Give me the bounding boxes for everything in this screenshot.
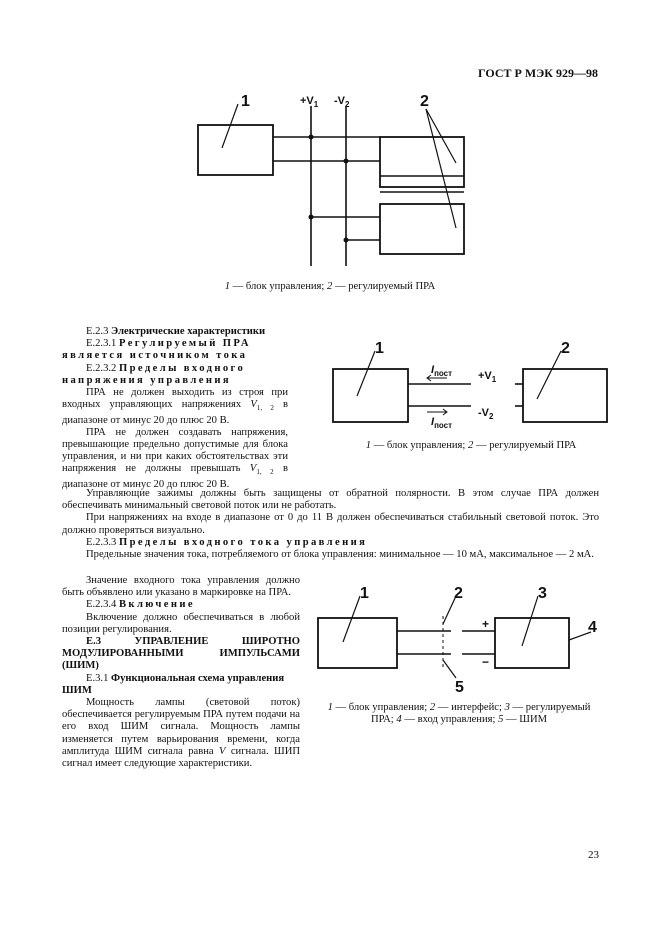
fig3-label-4: 4 [588,619,597,636]
fig3-label-5: 5 [455,679,464,696]
figure-3-caption: 1 — блок управления; 2 — интерфейс; 3 — … [327,702,591,726]
page-number: 23 [588,849,599,861]
fig1-label-v1: +V1 [300,95,319,109]
figure-2-caption: 1 — блок управления; 2 — регулируемый ПР… [365,440,577,451]
section-e232: Е.2.3.2 Пределы входного напряжения упра… [62,362,246,386]
figure-3-diagram: 1 2 5 + − 3 4 [317,585,597,696]
paragraph-4: При напряжениях на входе в диапазоне от … [62,512,599,536]
standard-code: ГОСТ Р МЭК 929—98 [478,66,598,80]
figure-1-diagram: 1 2 +V1 -V2 [197,93,465,266]
section-e31: Е.3.1 Функциональная схема управления ШИ… [62,672,285,696]
paragraph-7: Включение должно обеспечиваться в любой … [62,611,300,635]
paragraph-6: Значение входного тока управления должно… [62,575,300,599]
paragraph-1: ПРА не должен выходить из строя при вход… [62,387,289,426]
fig2-label-i-bottom: Iпост [431,416,452,430]
section-e231: Е.2.3.1 Регулируемый ПРА является источн… [62,338,251,362]
section-e23: Е.2.3 Электрические характеристики [86,326,266,337]
text-left-column-bottom: Значение входного тока управления должно… [62,575,300,770]
fig1-label-2: 2 [420,93,429,110]
fig3-label-plus: + [482,617,489,631]
text-left-column: Е.2.3 Электрические характеристики Е.2.3… [62,326,288,491]
fig2-label-2: 2 [561,340,570,357]
fig1-label-1: 1 [241,93,250,110]
paragraph-8: Мощность лампы (световой поток) обеспечи… [62,697,300,770]
text-full-width: Управляющие зажимы должны быть защищены … [62,488,599,561]
figure-2-diagram: 1 2 Iпост Iпост +V1 -V2 [332,340,608,430]
fig3-label-minus: − [482,655,489,669]
section-e234: Е.2.3.4 Включение [86,599,195,611]
fig2-label-v1: +V1 [478,370,497,384]
fig3-label-1: 1 [360,585,369,602]
fig3-label-2: 2 [454,585,463,602]
paragraph-5: Предельные значения тока, потребляемого … [86,549,594,561]
fig2-label-i-top: Iпост [431,364,452,378]
paragraph-3: Управляющие зажимы должны быть защищены … [62,488,599,512]
fig2-label-v2: -V2 [478,407,494,421]
fig3-label-3: 3 [538,585,547,602]
fig2-label-1: 1 [375,340,384,357]
section-e233: Е.2.3.3 Пределы входного тока управления [86,536,368,548]
paragraph-2: ПРА не должен создавать напряжения, прев… [62,426,289,490]
fig1-label-v2: -V2 [334,95,350,109]
section-e3: Е.3 УПРАВЛЕНИЕ ШИРОТНО МОДУЛИРОВАННЫМИ И… [62,636,300,672]
figure-1-caption: 1 — блок управления; 2 — регулируемый ПР… [224,281,436,292]
